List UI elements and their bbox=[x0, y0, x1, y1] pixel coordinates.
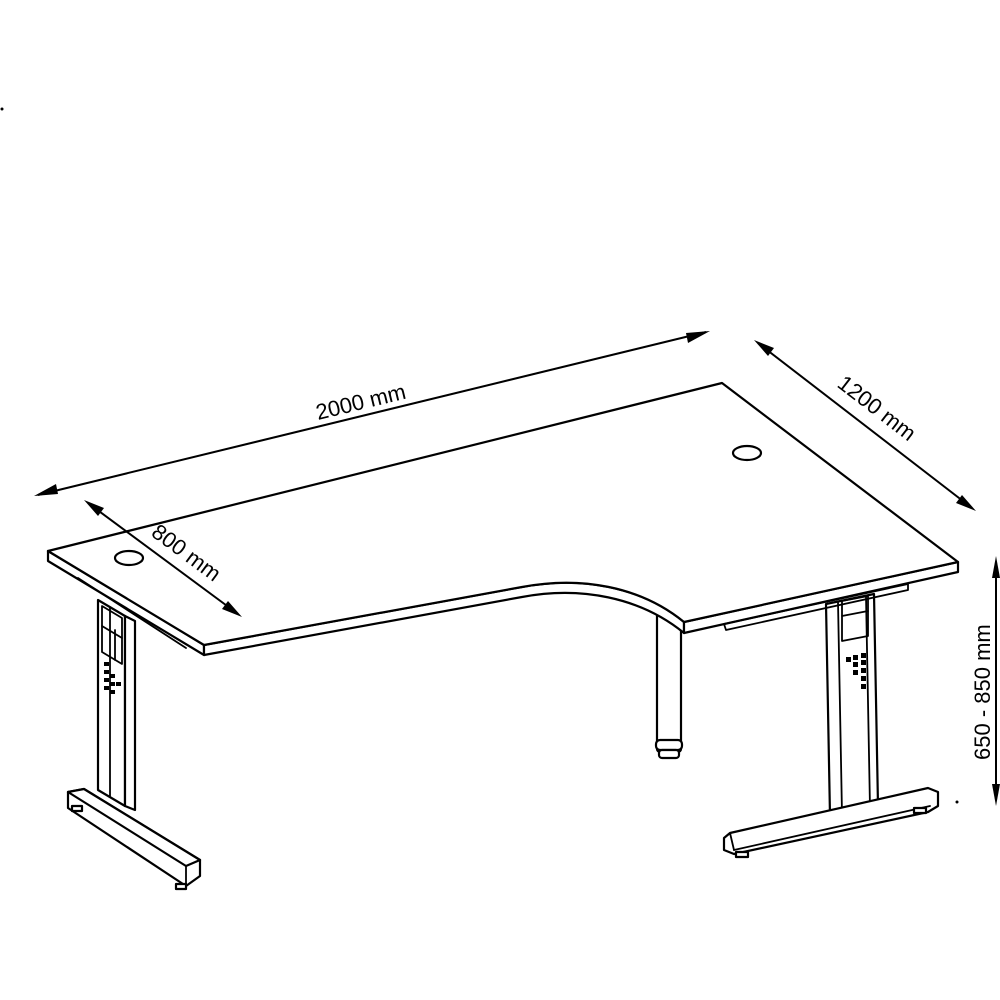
left-leg bbox=[66, 598, 202, 891]
right-leg-adjust-holes-icon bbox=[846, 653, 866, 689]
dimension-height: 650 - 850 mm bbox=[970, 556, 1000, 806]
left-leg-adjust-holes-icon bbox=[104, 662, 121, 694]
cable-port-right-icon bbox=[731, 444, 763, 462]
dimension-width-label: 2000 mm bbox=[313, 379, 408, 425]
right-foot bbox=[722, 786, 940, 859]
cable-port-left-icon bbox=[113, 549, 145, 567]
stray-dot-right bbox=[955, 800, 959, 804]
stray-dot bbox=[0, 107, 4, 111]
desktop bbox=[46, 381, 960, 657]
left-foot bbox=[66, 787, 202, 891]
right-leg bbox=[722, 592, 940, 859]
round-support-leg bbox=[654, 610, 684, 760]
dimension-height-label: 650 - 850 mm bbox=[970, 624, 995, 760]
